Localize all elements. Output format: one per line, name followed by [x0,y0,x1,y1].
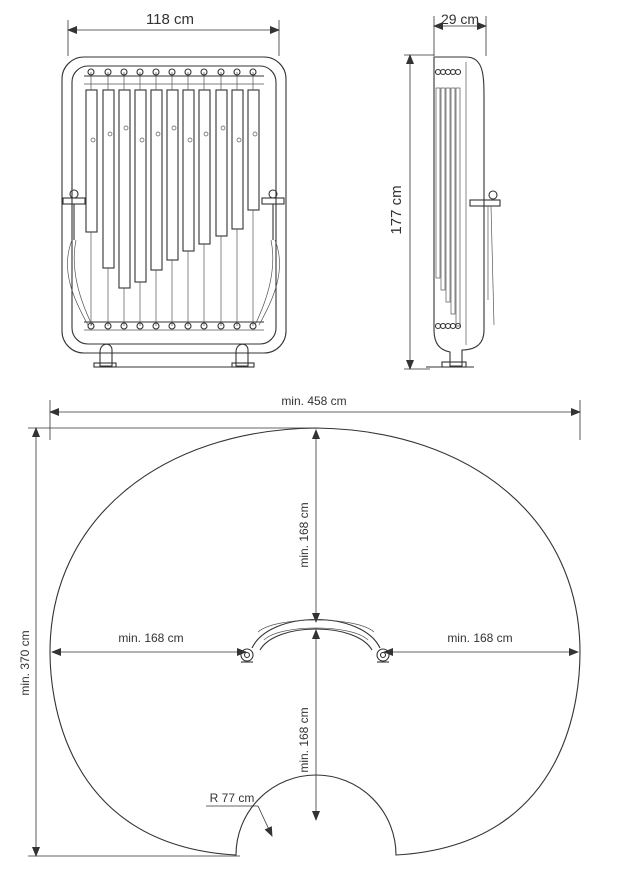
overall-width-label: min. 458 cm [281,394,346,408]
equipment-plan-view [240,618,390,663]
front-pipes [85,68,260,330]
chime-pipe [85,68,98,330]
chime-pipe [118,68,131,330]
chime-pipe [215,68,228,330]
front-clearance-label: min. 168 cm [297,707,311,772]
side-chime-pipe [439,68,447,330]
front-view: 118 cm [61,11,287,368]
overall-depth-label: min. 370 cm [18,630,32,695]
side-chime-pipe [444,68,452,330]
side-view: 29 cm 177 cm [388,11,501,370]
front-frame-outer [61,56,287,354]
right-clearance-label: min. 168 cm [447,631,512,645]
side-frame [433,56,485,367]
side-mallet-holder [469,199,501,207]
front-width-label: 118 cm [146,11,194,28]
chime-pipe [150,68,163,330]
side-height-label: 177 cm [388,185,405,234]
side-chime-pipe [449,68,457,330]
right-mallet [254,189,285,326]
side-depth-label: 29 cm [441,11,479,27]
front-feet [93,343,255,368]
radius-label: R 77 cm [210,791,255,805]
chime-pipe [182,68,195,330]
radius-leader-line [257,805,273,837]
chime-pipe [102,68,115,330]
chime-pipe [198,68,211,330]
safety-zone: min. 458 cm min. 370 cm min. 168 cm min.… [18,394,581,857]
chime-pipe [247,68,260,330]
chime-pipe [134,68,147,330]
left-clearance-label: min. 168 cm [118,631,183,645]
chime-pipe [231,68,244,330]
side-chime-pipe [434,68,442,330]
side-chime-pipe [454,68,462,330]
left-mallet [62,189,93,326]
back-clearance-label: min. 168 cm [297,502,311,567]
chime-pipe [166,68,179,330]
front-frame-inner [71,65,277,345]
safety-zone-outline [49,427,581,856]
side-pipes [434,68,462,330]
